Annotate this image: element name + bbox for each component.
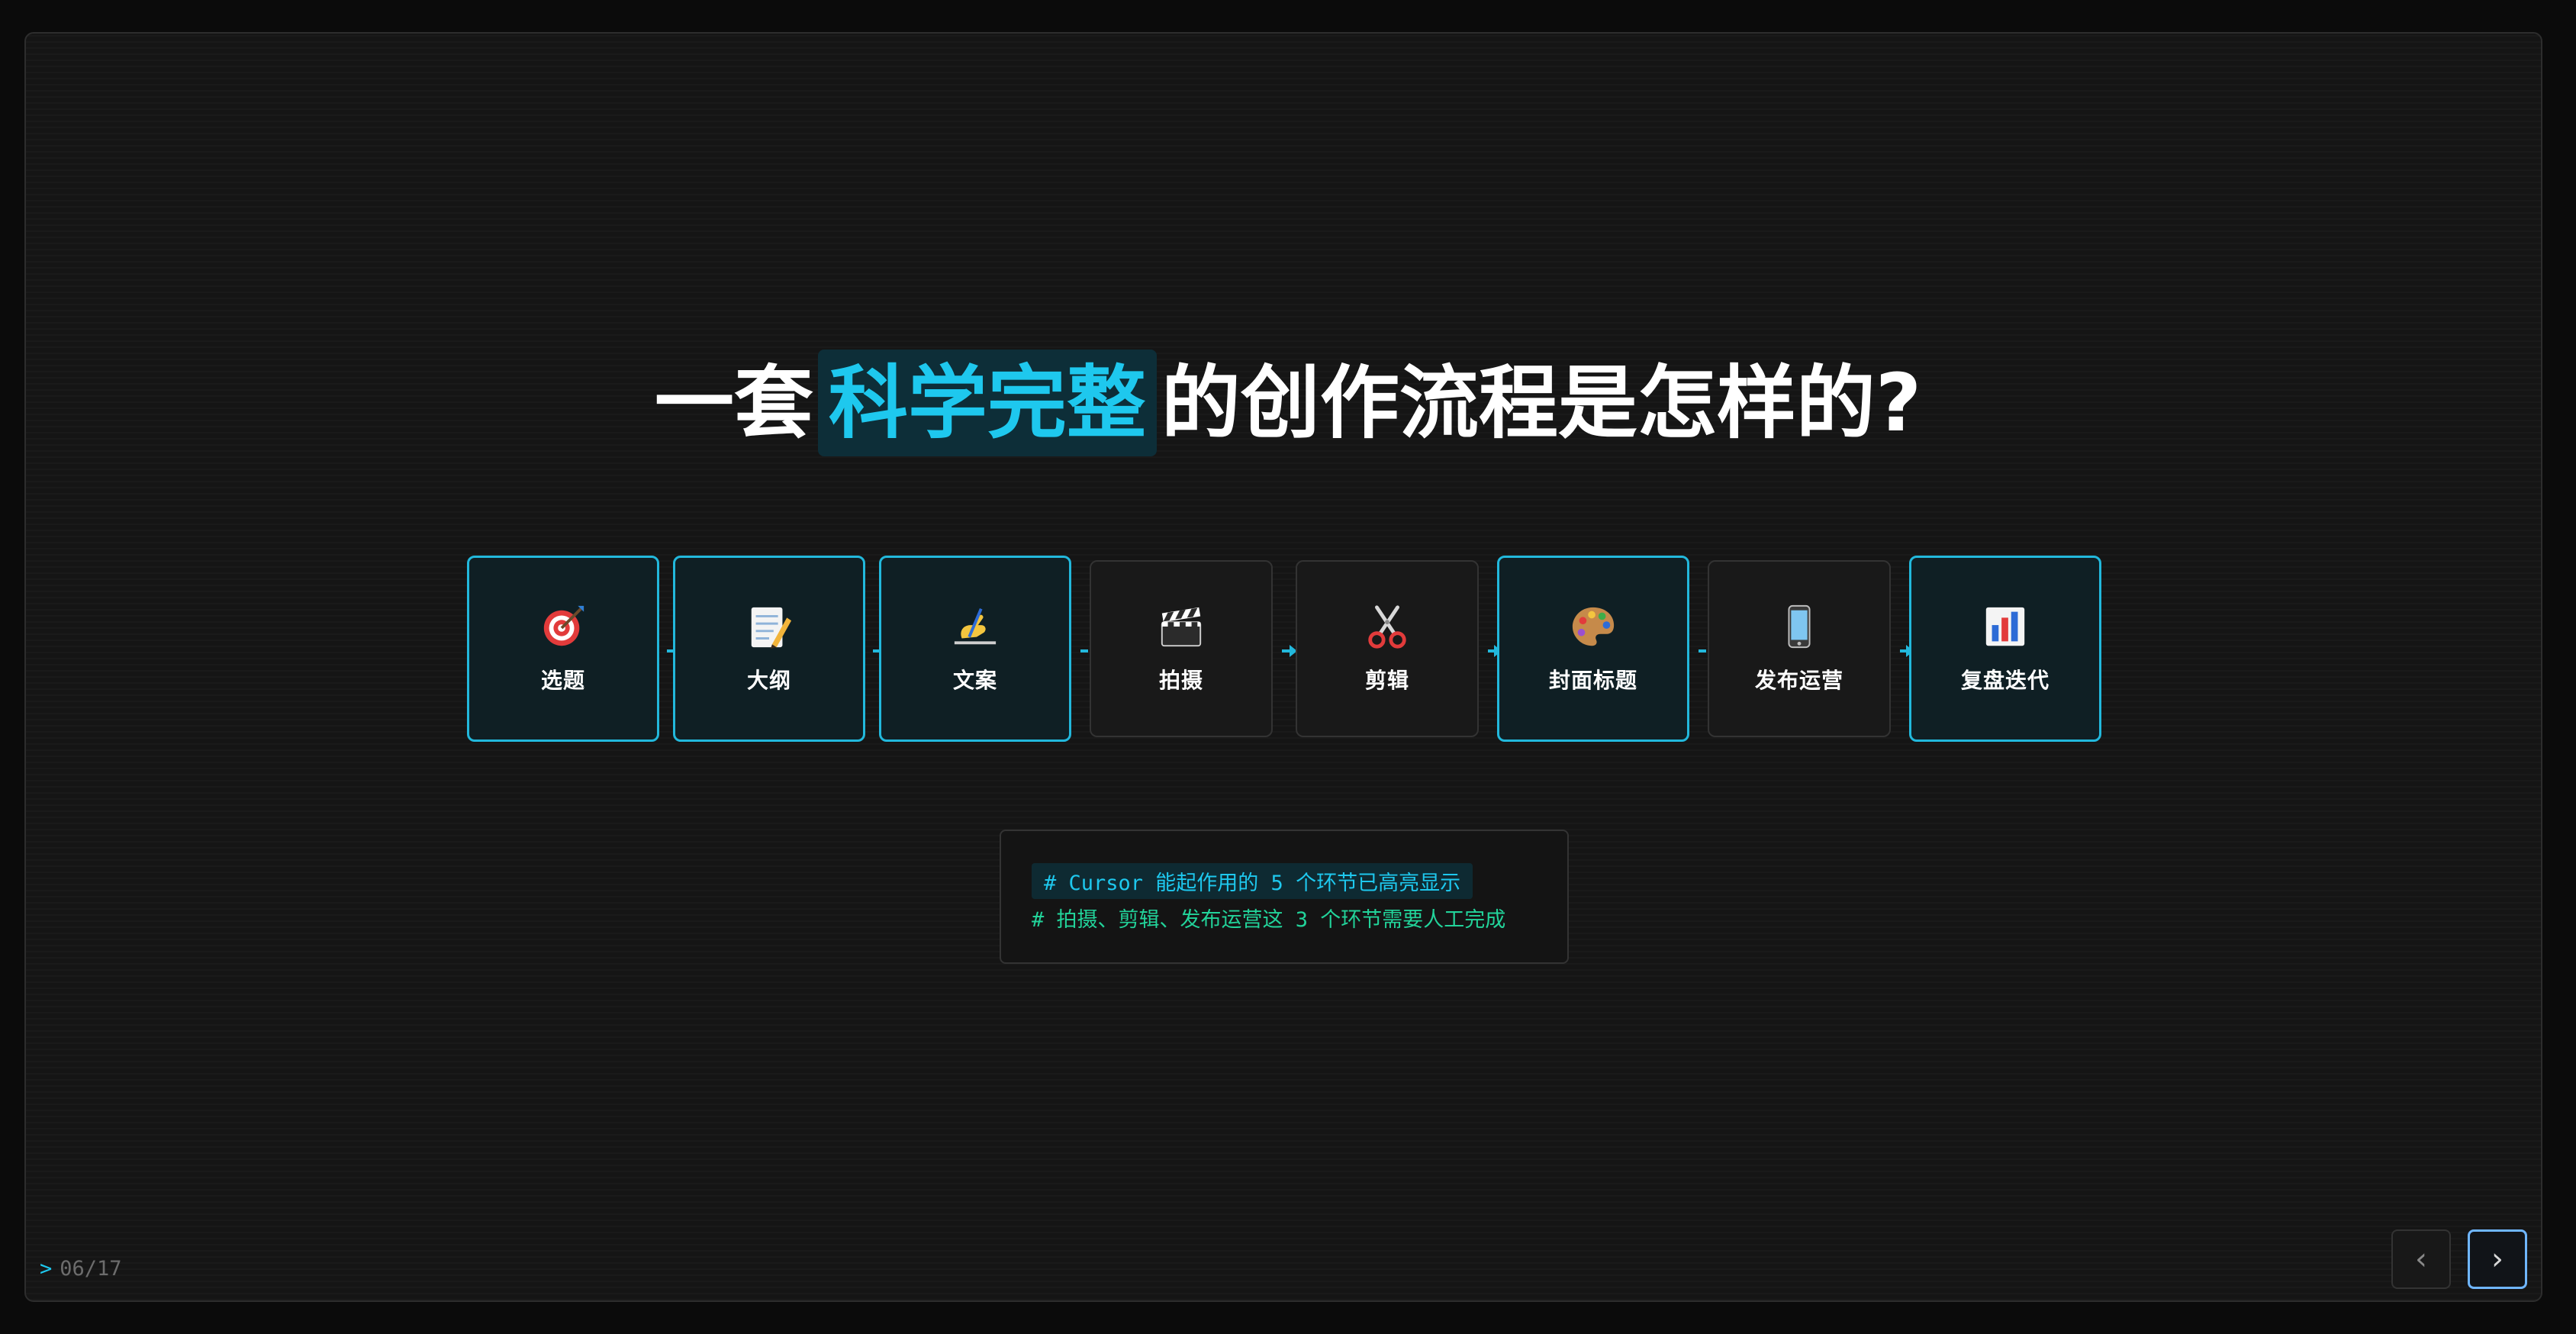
step-topic: 选题 <box>467 556 659 742</box>
prev-slide-button[interactable]: ‹ <box>2391 1229 2451 1289</box>
writing-hand-icon <box>954 607 997 645</box>
clapperboard-icon <box>1161 607 1202 647</box>
step-label: 选题 <box>540 668 585 693</box>
title-suffix: 的创作流程是怎样的? <box>1161 356 1922 450</box>
page-indicator: >06/17 <box>40 1257 122 1281</box>
memo-icon <box>751 607 792 649</box>
chevron-right-icon: › <box>2491 1242 2504 1277</box>
note-line-manual: # 拍摄、剪辑、发布运营这 3 个环节需要人工完成 <box>1032 908 1506 932</box>
page-number: 06/17 <box>60 1257 122 1281</box>
flow-connector <box>1080 649 1088 652</box>
mobile-phone-icon <box>1788 604 1811 649</box>
note-line-highlighted: # Cursor 能起作用的 5 个环节已高亮显示 <box>1032 863 1473 899</box>
flow-arrow <box>1282 645 1297 657</box>
step-label: 拍摄 <box>1158 668 1203 693</box>
step-label: 大纲 <box>746 668 791 693</box>
slide-frame <box>24 32 2542 1302</box>
target-icon <box>543 605 584 646</box>
step-outline: 大纲 <box>673 556 865 742</box>
step-filming: 拍摄 <box>1090 560 1273 737</box>
step-label: 复盘迭代 <box>1960 668 2050 693</box>
scissors-icon <box>1368 605 1406 649</box>
step-label: 剪辑 <box>1364 668 1409 693</box>
step-label: 文案 <box>952 668 997 693</box>
highlight-note-box: # Cursor 能起作用的 5 个环节已高亮显示 # 拍摄、剪辑、发布运营这 … <box>1000 830 1569 964</box>
flow-arrow <box>1488 645 1502 657</box>
bar-chart-icon <box>1985 607 2025 646</box>
step-publish-ops: 发布运营 <box>1708 560 1891 737</box>
title-prefix: 一套 <box>654 356 813 450</box>
prompt-symbol: > <box>40 1257 53 1281</box>
step-label: 封面标题 <box>1548 668 1637 693</box>
slide-title: 一套科学完整的创作流程是怎样的? <box>0 350 2576 456</box>
next-slide-button[interactable]: › <box>2468 1229 2527 1289</box>
step-label: 发布运营 <box>1754 668 1843 693</box>
chevron-left-icon: ‹ <box>2415 1242 2427 1277</box>
flow-connector <box>1699 649 1706 652</box>
step-editing: 剪辑 <box>1296 560 1479 737</box>
step-copywriting: 文案 <box>879 556 1071 742</box>
step-cover-title: 封面标题 <box>1497 556 1689 742</box>
flow-arrow <box>1900 645 1914 657</box>
step-review-iterate: 复盘迭代 <box>1909 556 2101 742</box>
palette-icon <box>1572 607 1615 646</box>
title-highlight: 科学完整 <box>817 350 1157 456</box>
